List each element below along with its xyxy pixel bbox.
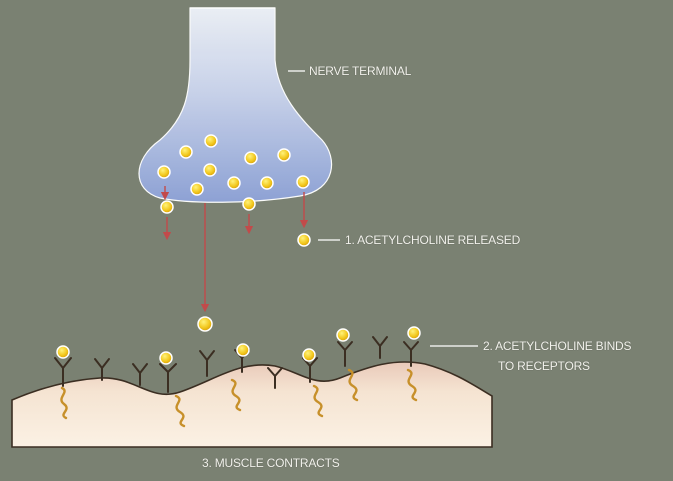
y-shaped-receptor-icon: [133, 364, 147, 385]
y-shaped-receptor-icon: [95, 359, 109, 380]
vesicle-icon: [278, 149, 290, 161]
vesicle-icon: [303, 349, 315, 361]
vesicle-icon: [180, 146, 192, 158]
step2-label-line2: TO RECEPTORS: [498, 359, 590, 373]
nerve-terminal-label: NERVE TERMINAL: [309, 64, 411, 78]
y-shaped-receptor-icon: [373, 337, 387, 358]
muscle-surface: [12, 362, 492, 447]
vesicle-icon: [198, 317, 212, 331]
vesicle-icon: [243, 198, 255, 210]
vesicle-icon: [298, 234, 310, 246]
vesicle-icon: [160, 352, 172, 364]
vesicle-icon: [297, 176, 309, 188]
vesicle-icon: [237, 344, 249, 356]
step2-label-line1: 2. ACETYLCHOLINE BINDS: [483, 339, 631, 353]
bound-receptor: [160, 364, 176, 392]
vesicle-icon: [228, 177, 240, 189]
vesicle-icon: [337, 329, 349, 341]
vesicle-icon: [158, 166, 170, 178]
vesicle-icon: [261, 177, 273, 189]
vesicle-icon: [161, 201, 173, 213]
vesicle-icon: [204, 164, 216, 176]
bound-receptor: [338, 342, 352, 366]
vesicle-icon: [205, 135, 217, 147]
vesicle-icon: [191, 183, 203, 195]
vesicle-icon: [245, 152, 257, 164]
step3-label: 3. MUSCLE CONTRACTS: [202, 456, 340, 470]
vesicle-icon: [57, 346, 69, 358]
released-vesicles: [161, 186, 310, 331]
vesicle-icon: [408, 327, 420, 339]
step1-label: 1. ACETYLCHOLINE RELEASED: [345, 233, 520, 247]
y-shaped-receptor-icon: [200, 351, 214, 376]
